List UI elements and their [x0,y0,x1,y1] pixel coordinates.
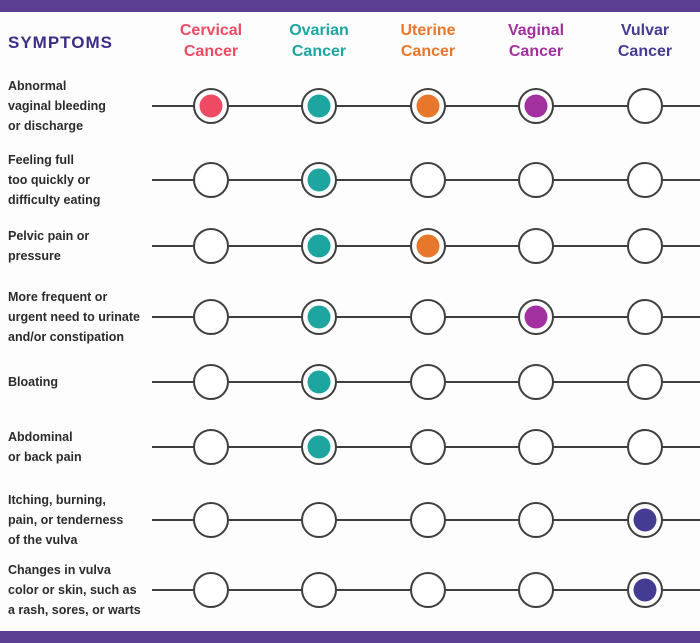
empty-marker-vulvar [627,364,663,400]
filled-marker-uterine [410,228,446,264]
uterine-dot-icon [416,94,440,118]
symptoms-heading: SYMPTOMS [8,33,113,52]
ovarian-dot-icon [307,435,331,459]
empty-marker-cervical [193,502,229,538]
vulvar-dot-icon [633,578,657,602]
filled-marker-ovarian [301,162,337,198]
empty-marker-ovarian [301,572,337,608]
empty-marker-uterine [410,162,446,198]
filled-marker-vulvar [627,502,663,538]
filled-marker-ovarian [301,364,337,400]
empty-marker-vulvar [627,228,663,264]
empty-marker-uterine [410,572,446,608]
filled-marker-uterine [410,88,446,124]
empty-marker-ovarian [301,502,337,538]
vaginal-dot-icon [524,305,548,329]
ovarian-dot-icon [307,234,331,258]
filled-marker-vaginal [518,88,554,124]
filled-marker-vulvar [627,572,663,608]
vulvar-dot-icon [633,508,657,532]
empty-marker-uterine [410,502,446,538]
empty-marker-cervical [193,299,229,335]
empty-marker-vaginal [518,228,554,264]
empty-marker-uterine [410,299,446,335]
filled-marker-cervical [193,88,229,124]
empty-marker-uterine [410,364,446,400]
filled-marker-ovarian [301,228,337,264]
symptom-label: Bloating [8,375,58,389]
empty-marker-vaginal [518,162,554,198]
symptom-row: Bloating [0,364,700,400]
uterine-dot-icon [416,234,440,258]
empty-marker-vulvar [627,429,663,465]
vaginal-dot-icon [524,94,548,118]
filled-marker-vaginal [518,299,554,335]
ovarian-dot-icon [307,370,331,394]
empty-marker-vulvar [627,88,663,124]
empty-marker-cervical [193,429,229,465]
ovarian-dot-icon [307,305,331,329]
bottom-accent-bar [0,631,700,643]
empty-marker-uterine [410,429,446,465]
ovarian-dot-icon [307,168,331,192]
empty-marker-vaginal [518,572,554,608]
filled-marker-ovarian [301,88,337,124]
empty-marker-cervical [193,364,229,400]
ovarian-dot-icon [307,94,331,118]
filled-marker-ovarian [301,299,337,335]
empty-marker-vaginal [518,364,554,400]
empty-marker-cervical [193,162,229,198]
empty-marker-vaginal [518,429,554,465]
top-accent-bar [0,0,700,12]
empty-marker-cervical [193,228,229,264]
empty-marker-vulvar [627,162,663,198]
filled-marker-ovarian [301,429,337,465]
cervical-dot-icon [199,94,223,118]
empty-marker-cervical [193,572,229,608]
empty-marker-vaginal [518,502,554,538]
empty-marker-vulvar [627,299,663,335]
